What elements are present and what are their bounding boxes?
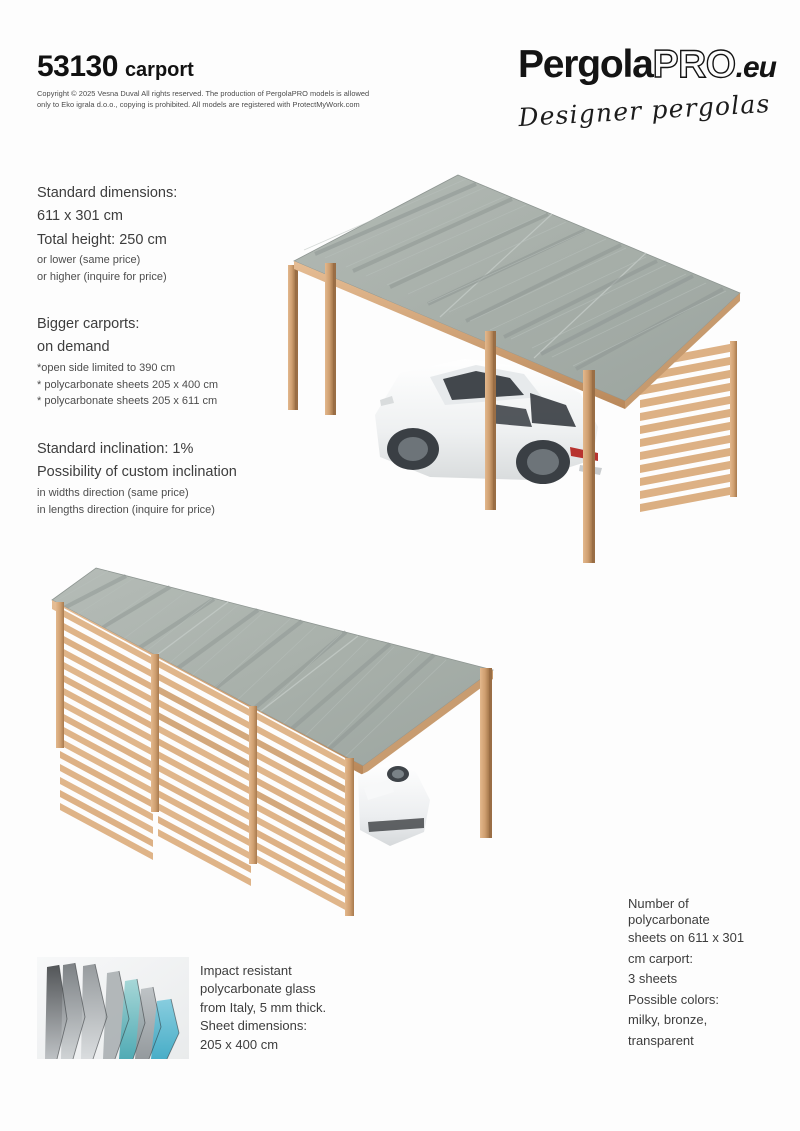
logo-tagline: Designer pergolas [517, 89, 771, 133]
sheets-line-2: polycarbonate [628, 912, 710, 928]
carport-3d-illustration-top [288, 174, 741, 563]
polycarbonate-sample-photo [37, 957, 189, 1059]
bigger-note-sheet-611: * polycarbonate sheets 205 x 611 cm [37, 395, 218, 408]
logo-domain-text: .eu [735, 51, 777, 84]
post-front-right [583, 370, 595, 563]
total-height-label: Total height: 250 cm [37, 231, 167, 248]
slat-wall-long-front [56, 602, 354, 916]
logo-pergola-text: Pergola [517, 43, 654, 86]
post-right-free [480, 668, 492, 838]
slat-panel-2 [158, 658, 251, 886]
dimensions-heading: Standard dimensions: [37, 185, 178, 201]
bigger-note-open-side: *open side limited to 390 cm [37, 361, 176, 374]
model-type: carport [124, 59, 194, 81]
sheets-line-4: cm carport: [628, 950, 694, 966]
roof-polycarbonate [293, 174, 741, 409]
bigger-value: on demand [37, 339, 110, 356]
spec-bigger-carports: Bigger carports: on demand *open side li… [37, 313, 218, 410]
spec-inclination: Standard inclination: 1% Possibility of … [37, 438, 237, 518]
sheets-line-5: 3 sheets [628, 971, 678, 987]
height-note-lower: or lower (same price) [37, 254, 141, 267]
inclination-heading: Standard inclination: 1% [37, 441, 194, 457]
slat-panel-3 [256, 710, 349, 912]
sample-caption: Impact resistant polycarbonate glass fro… [200, 962, 420, 1054]
carport-render-open-side [280, 165, 785, 565]
car-front-illustration [358, 762, 430, 846]
bigger-note-sheet-400: * polycarbonate sheets 205 x 400 cm [37, 378, 219, 391]
inclination-custom: Possibility of custom inclination [37, 464, 237, 481]
logo-pro-text: PRO [652, 43, 737, 86]
page-title: 53130 carport [37, 50, 194, 84]
inclination-note-widths: in widths direction (same price) [37, 486, 189, 499]
sample-line-2: polycarbonate glass [200, 981, 316, 997]
spec-dimensions: Standard dimensions: 611 x 301 cm Total … [37, 182, 177, 286]
sheets-line-3: sheets on 611 x 301 [628, 930, 745, 946]
copyright-line-2: only to Eko igrala d.o.o., copying is pr… [37, 100, 360, 110]
sheets-line-6: Possible colors: [628, 991, 720, 1007]
slat-wall-right [640, 341, 737, 517]
brand-logo: PergolaPRO.eu Designer pergolas [486, 43, 777, 133]
post-front-left [325, 263, 336, 415]
bigger-heading: Bigger carports: [37, 316, 140, 332]
copyright-line-1: Copyright © 2025 Vesna Duval All rights … [37, 89, 370, 98]
height-note-higher: or higher (inquire for price) [37, 271, 167, 284]
post-front-middle [485, 331, 496, 510]
sheets-line-1: Number of [628, 896, 689, 911]
post-rear-left [288, 265, 298, 410]
logo-wordmark: PergolaPRO.eu [486, 43, 777, 86]
sample-line-5: 205 x 400 cm [200, 1036, 279, 1052]
sheets-info-block: Number of polycarbonate sheets on 611 x … [628, 896, 793, 1051]
model-number: 53130 [37, 50, 118, 83]
carport-3d-illustration-bottom [51, 567, 494, 916]
page-header: 53130 carport Copyright © 2025 Vesna Duva… [0, 0, 800, 140]
sample-line-1: Impact resistant [200, 963, 292, 978]
sample-line-3: from Italy, 5 mm thick. [200, 999, 327, 1015]
sheets-line-8: transparent [628, 1032, 694, 1048]
sample-line-4: Sheet dimensions: [200, 1018, 307, 1034]
sheets-line-7: milky, bronze, [628, 1012, 708, 1028]
carport-render-closed-sides [38, 560, 528, 940]
inclination-note-lengths: in lengths direction (inquire for price) [37, 503, 215, 516]
slat-panel-1 [60, 606, 153, 860]
dimensions-value: 611 x 301 cm [37, 208, 123, 225]
polycarbonate-sheets-image [37, 957, 189, 1059]
copyright-notice: Copyright © 2025 Vesna Duval All rights … [37, 88, 437, 111]
